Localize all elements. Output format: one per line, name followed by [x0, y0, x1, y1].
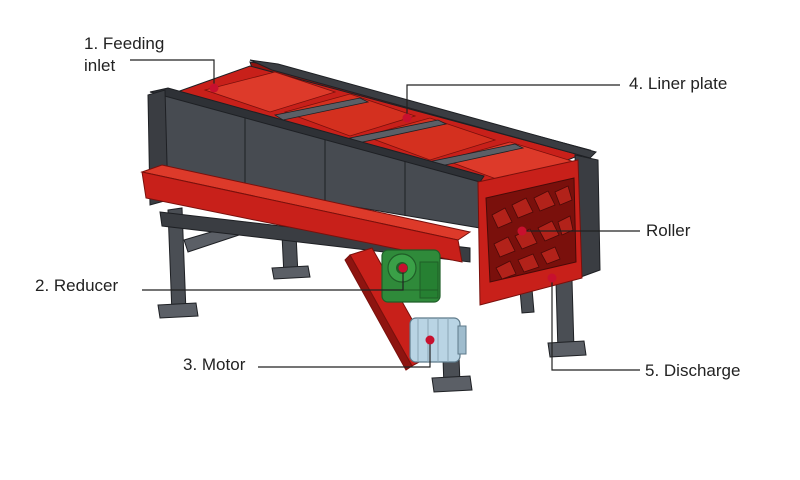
label-motor: 3. Motor	[183, 355, 246, 374]
leader-motor	[258, 340, 431, 368]
marker-roller	[517, 226, 527, 236]
label-discharge: 5. Discharge	[645, 361, 741, 380]
liner-panel-2	[283, 93, 417, 137]
discharge-housing	[477, 154, 601, 306]
roller-teeth	[491, 185, 574, 280]
drive-assembly	[344, 247, 467, 371]
hopper-back-rim	[249, 59, 597, 159]
leader-feeding	[130, 59, 215, 88]
leg-mid-foot	[271, 265, 311, 280]
liner-panel-1	[203, 71, 337, 113]
leader-reducer	[142, 268, 404, 291]
label-liner-plate: 4. Liner plate	[629, 74, 728, 93]
marker-reducer	[398, 263, 408, 273]
drive-cover-side	[344, 254, 413, 371]
marker-motor	[425, 335, 435, 345]
leg-front-foot	[431, 375, 473, 393]
leg-right	[555, 279, 575, 353]
marker-discharge	[547, 273, 557, 283]
marker-dots	[209, 83, 557, 345]
label-roller: Roller	[646, 221, 691, 240]
leg-right-foot	[547, 340, 587, 358]
leg-rear-left-foot	[157, 302, 199, 319]
leader-liner	[406, 84, 620, 118]
reducer	[381, 249, 441, 303]
label-feeding-inlet: 1. Feeding inlet	[84, 33, 164, 77]
leader-discharge	[551, 278, 640, 371]
marker-feeding	[209, 83, 219, 93]
hopper-body	[140, 59, 597, 263]
front-wall-rim	[149, 87, 485, 183]
motor	[409, 317, 467, 363]
label-feeding-inlet-line1: 1. Feeding	[84, 34, 165, 53]
marker-liner	[402, 113, 412, 123]
cross-bar-1	[273, 97, 370, 121]
red-beam-front	[141, 171, 463, 263]
label-feeding-inlet-line2: inlet	[84, 56, 116, 75]
label-reducer: 2. Reducer	[35, 276, 119, 295]
leader-lines	[130, 59, 640, 371]
